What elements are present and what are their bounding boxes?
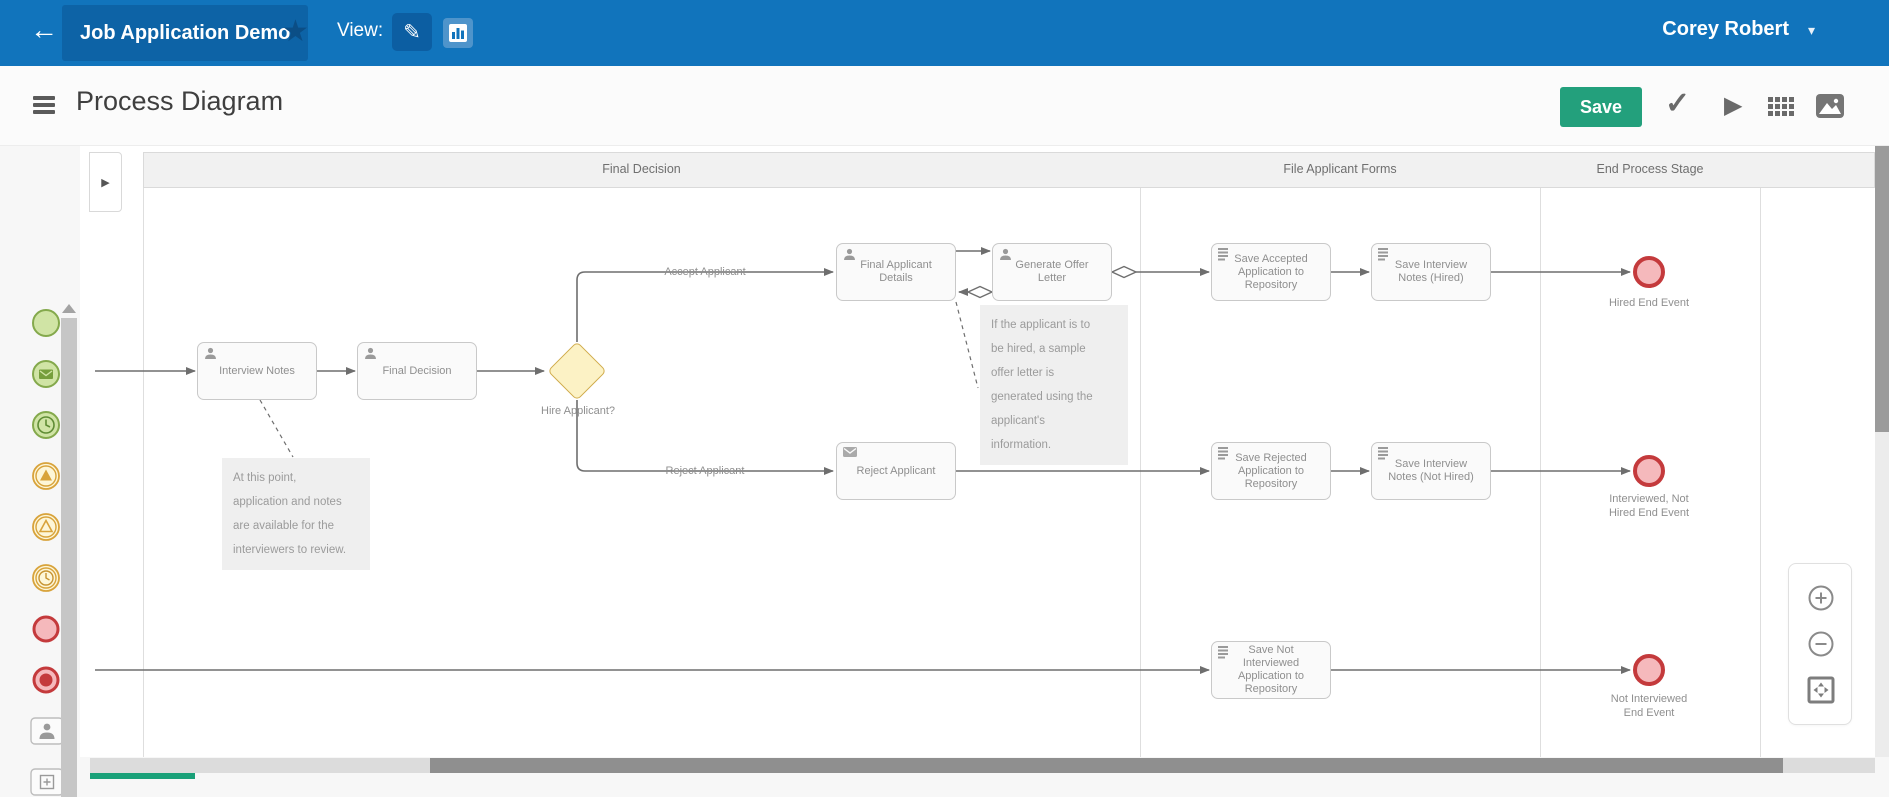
flow-label-reject: Reject Applicant [665, 465, 745, 477]
shape-palette [0, 146, 80, 797]
top-app-bar: ← Job Application Demo ★ View: ✎ Corey R… [0, 0, 1889, 66]
palette-sub-process[interactable] [30, 766, 64, 797]
export-image-icon[interactable] [1815, 93, 1845, 124]
task-final-decision[interactable]: Final Decision [357, 342, 477, 400]
zoom-controls [1788, 563, 1852, 725]
task-interview-notes[interactable]: Interview Notes [197, 342, 317, 400]
canvas-horizontal-scrollbar[interactable] [90, 758, 1875, 773]
process-title-chip: Job Application Demo [62, 5, 309, 61]
save-button[interactable]: Save [1560, 87, 1642, 127]
annotation-interviewers-review[interactable]: At this point, application and notes are… [222, 458, 370, 570]
task-save-rejected-application[interactable]: Save Rejected Application to Repository [1211, 442, 1331, 500]
user-icon [1000, 248, 1011, 260]
vertical-scrollbar-thumb[interactable] [1875, 146, 1889, 432]
view-label: View: [337, 20, 384, 41]
panel-expand-tab[interactable]: ▶ [89, 152, 122, 212]
progress-bar [90, 773, 195, 779]
task-save-accepted-application[interactable]: Save Accepted Application to Repository [1211, 243, 1331, 301]
grid-toggle-icon[interactable] [1768, 97, 1794, 116]
palette-terminate-end-event[interactable] [30, 664, 62, 696]
end-event-not-interviewed-label: Not Interviewed End Event [1610, 693, 1688, 719]
zoom-out-button[interactable] [1805, 628, 1837, 660]
bar-chart-icon [449, 24, 467, 42]
script-icon [1218, 447, 1228, 460]
palette-message-start-event[interactable] [30, 358, 62, 390]
zoom-in-button[interactable] [1805, 582, 1837, 614]
lane-header-band [143, 152, 1875, 188]
envelope-icon [843, 447, 857, 457]
palette-scrollbar[interactable] [61, 318, 77, 797]
lane-divider [1140, 188, 1141, 757]
flow-label-accept: Accept Applicant [664, 266, 746, 278]
dashboard-view-button[interactable] [443, 18, 473, 48]
user-icon [205, 347, 216, 359]
script-icon [1378, 248, 1388, 261]
end-event-hired[interactable] [1633, 256, 1665, 288]
palette-start-event[interactable] [30, 307, 62, 339]
palette-timer-intermediate-event[interactable] [30, 562, 62, 594]
task-save-interview-notes-not-hired[interactable]: Save Interview Notes (Not Hired) [1371, 442, 1491, 500]
script-icon [1378, 447, 1388, 460]
end-event-interviewed-not-hired[interactable] [1633, 455, 1665, 487]
end-event-interviewed-not-hired-label: Interviewed, Not Hired End Event [1608, 493, 1690, 519]
palette-timer-start-event[interactable] [30, 409, 62, 441]
user-icon [844, 248, 855, 260]
back-arrow-icon[interactable]: ← [30, 14, 58, 45]
run-play-icon[interactable]: ▶ [1724, 92, 1743, 119]
end-event-not-interviewed[interactable] [1633, 654, 1665, 686]
horizontal-scrollbar-thumb[interactable] [430, 758, 1783, 773]
page-title: Process Diagram [76, 86, 284, 116]
fit-to-screen-button[interactable] [1805, 674, 1837, 706]
task-reject-applicant[interactable]: Reject Applicant [836, 442, 956, 500]
lane-final-decision[interactable]: Final Decision [602, 162, 681, 176]
lane-divider [1540, 188, 1541, 757]
diagram-canvas[interactable] [80, 146, 1875, 757]
validate-check-icon[interactable]: ✓ [1665, 87, 1691, 120]
task-generate-offer-letter[interactable]: Generate Offer Letter [992, 243, 1112, 301]
canvas-vertical-scrollbar[interactable] [1875, 146, 1889, 757]
process-title: Job Application Demo [80, 21, 291, 44]
chevron-right-icon: ▶ [101, 176, 110, 189]
end-event-hired-label: Hired End Event [1608, 297, 1690, 309]
task-save-interview-notes-hired[interactable]: Save Interview Notes (Hired) [1371, 243, 1491, 301]
palette-scroll-up-arrow[interactable] [62, 304, 76, 313]
palette-end-event[interactable] [30, 613, 62, 645]
menu-hamburger-icon[interactable] [33, 96, 55, 114]
annotation-offer-letter[interactable]: If the applicant is to be hired, a sampl… [980, 305, 1128, 465]
palette-user-task[interactable] [30, 715, 64, 747]
user-menu[interactable]: Corey Robert [1662, 18, 1789, 40]
lane-divider [1760, 188, 1761, 757]
pencil-icon: ✎ [403, 20, 421, 44]
chevron-down-icon[interactable]: ▾ [1807, 22, 1815, 38]
user-icon [365, 347, 376, 359]
favorite-star-icon[interactable]: ★ [282, 15, 309, 48]
gateway-label: Hire Applicant? [541, 405, 615, 417]
script-icon [1218, 248, 1228, 261]
task-final-applicant-details[interactable]: Final Applicant Details [836, 243, 956, 301]
lane-file-applicant-forms[interactable]: File Applicant Forms [1283, 162, 1397, 176]
pool-left-line [143, 188, 144, 757]
script-icon [1218, 646, 1228, 659]
lane-end-process-stage[interactable]: End Process Stage [1596, 162, 1704, 176]
edit-view-button[interactable]: ✎ [392, 13, 432, 51]
task-save-not-interviewed-application[interactable]: Save Not Interviewed Application to Repo… [1211, 641, 1331, 699]
palette-escalation-intermediate-event[interactable] [30, 460, 62, 492]
palette-signal-intermediate-event[interactable] [30, 511, 62, 543]
diagram-toolbar: Process Diagram Save ✓ ▶ [0, 66, 1889, 146]
